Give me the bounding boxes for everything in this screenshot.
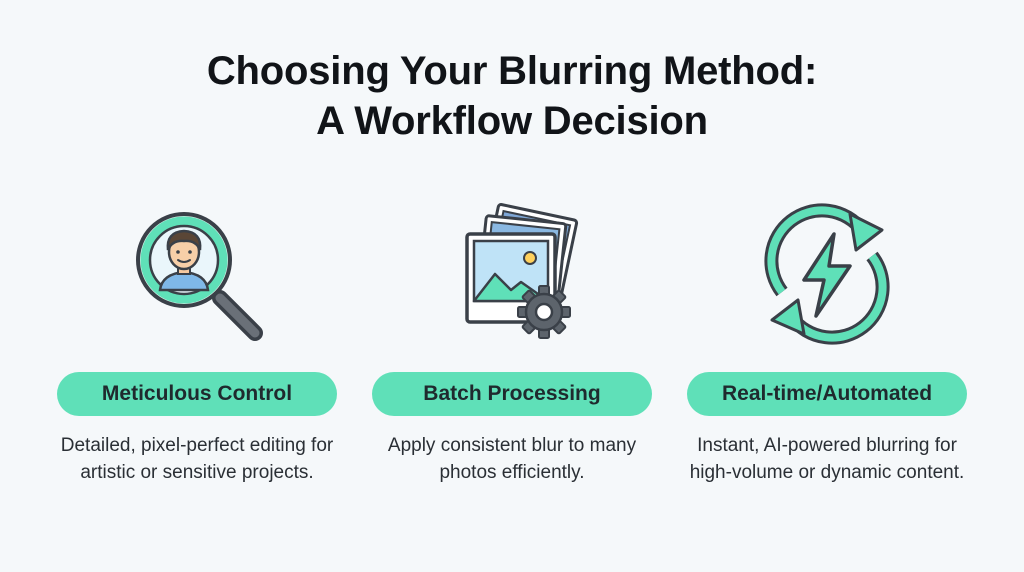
method-label-real-time-automated: Real-time/Automated	[687, 372, 967, 416]
photo-stack-gear-icon	[465, 203, 579, 339]
method-label-meticulous-control: Meticulous Control	[57, 372, 337, 416]
method-card-real-time-automated: Real-time/Automated Instant, AI-powered …	[677, 200, 977, 530]
method-card-batch-processing: Batch Processing Apply consistent blur t…	[362, 200, 662, 530]
title-line-1: Choosing Your Blurring Method:	[206, 49, 818, 93]
method-description-meticulous-control: Detailed, pixel-perfect editing for arti…	[60, 435, 334, 483]
method-card-meticulous-control: Meticulous Control Detailed, pixel-perfe…	[47, 200, 347, 530]
method-label-batch-processing: Batch Processing	[372, 372, 652, 416]
method-description-real-time-automated: Instant, AI-powered blurring for high-vo…	[689, 435, 965, 483]
page-title: Choosing Your Blurring Method: A Workflo…	[0, 46, 1024, 146]
title-line-2: A Workflow Decision	[316, 99, 708, 143]
method-icon-container	[47, 200, 347, 350]
method-icon-container	[677, 200, 977, 350]
method-description-batch-processing: Apply consistent blur to many photos eff…	[387, 435, 637, 483]
magnifier-person-icon	[136, 212, 263, 341]
lightning-cycle-icon	[764, 203, 890, 345]
method-icon-container	[362, 200, 662, 350]
